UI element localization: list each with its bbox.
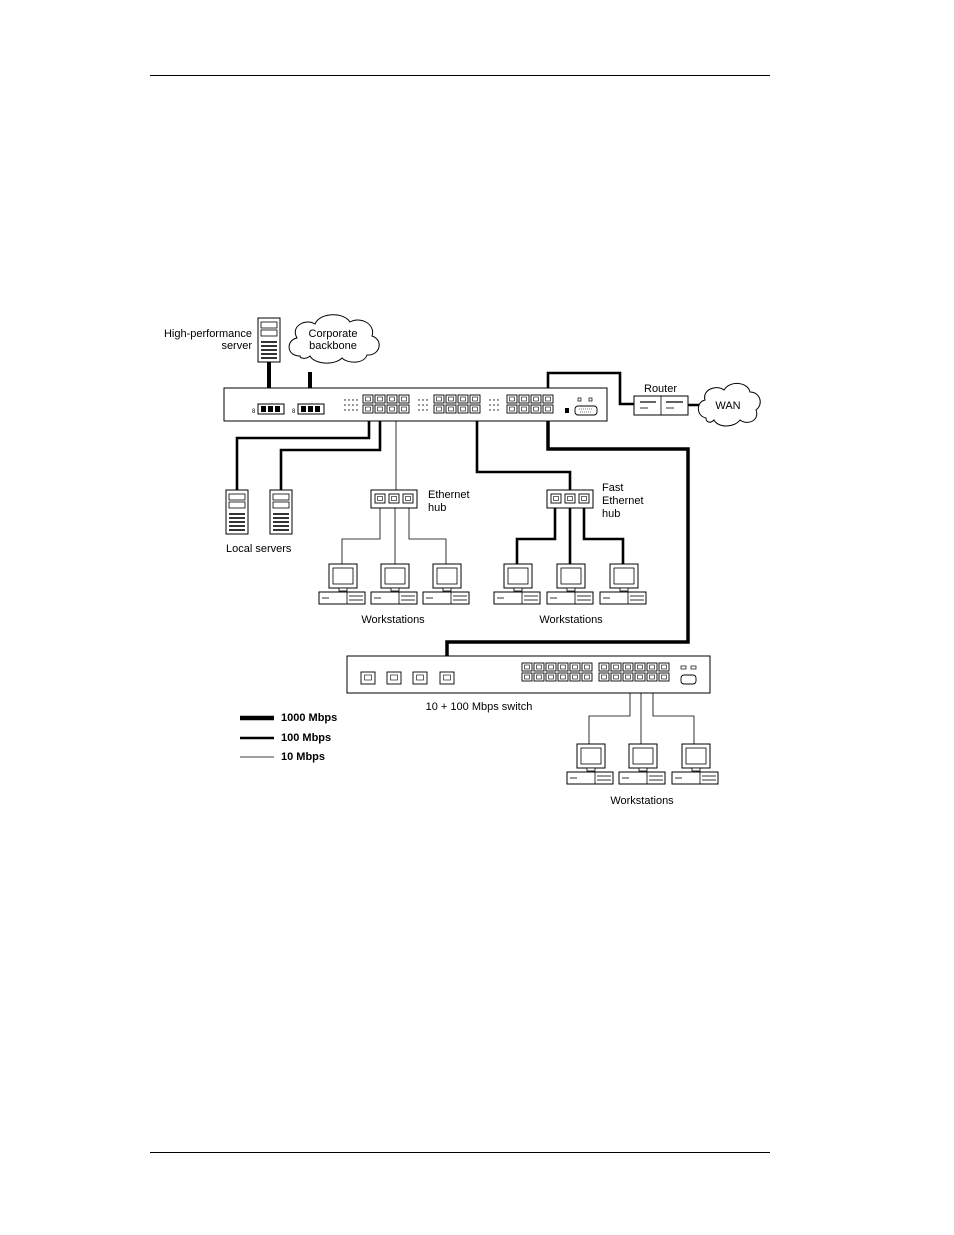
switch-10-100	[347, 656, 710, 693]
workstation-8-icon	[619, 744, 665, 784]
main-switch: 8 8	[224, 388, 607, 421]
cable-100-local-server-1	[237, 414, 369, 490]
corporate-backbone-label-line1: Corporate	[309, 328, 358, 340]
cable-10-ws3	[409, 508, 446, 564]
fast-ethernet-hub-label-line2: Ethernet	[602, 495, 644, 507]
fast-ethernet-hub-icon	[547, 490, 593, 508]
workstation-2-icon	[371, 564, 417, 604]
cable-1000-downlink-switch	[447, 408, 688, 672]
high-performance-server-icon	[258, 318, 280, 362]
corporate-backbone-label-line2: backbone	[309, 340, 357, 352]
ethernet-hub-label-line1: Ethernet	[428, 489, 470, 501]
legend-label-1000: 1000 Mbps	[281, 712, 337, 724]
workstations-label-ethernet: Workstations	[361, 614, 425, 626]
legend-label-10: 10 Mbps	[281, 751, 325, 763]
cable-10-ws1	[342, 508, 380, 564]
local-servers-label: Local servers	[226, 543, 292, 555]
workstation-3-icon	[423, 564, 469, 604]
workstation-7-icon	[567, 744, 613, 784]
ethernet-hub-icon	[371, 490, 417, 508]
high-performance-server-label-line1: High-performance	[164, 328, 252, 340]
workstation-6-icon	[600, 564, 646, 604]
cable-100-ws4	[517, 508, 555, 564]
cable-100-local-server-2	[281, 414, 380, 490]
fast-ethernet-hub-label-line3: hub	[602, 508, 620, 520]
router-icon	[634, 396, 688, 415]
legend: 1000 Mbps 100 Mbps 10 Mbps	[240, 712, 337, 763]
local-server-2-icon	[270, 490, 292, 534]
high-performance-server-label-line2: server	[221, 340, 252, 352]
workstations-label-switch: Workstations	[610, 795, 674, 807]
local-server-1-icon	[226, 490, 248, 534]
fast-ethernet-hub-label-line1: Fast	[602, 482, 623, 494]
router-label: Router	[644, 383, 677, 395]
ethernet-hub-label-line2: hub	[428, 502, 446, 514]
workstation-9-icon	[672, 744, 718, 784]
switch-10-100-label: 10 + 100 Mbps switch	[426, 701, 533, 713]
cable-100-fast-hub	[477, 414, 570, 490]
workstations-label-fast-ethernet: Workstations	[539, 614, 603, 626]
workstation-5-icon	[547, 564, 593, 604]
legend-label-100: 100 Mbps	[281, 732, 331, 744]
workstation-1-icon	[319, 564, 365, 604]
workstation-4-icon	[494, 564, 540, 604]
wan-label: WAN	[715, 400, 740, 412]
